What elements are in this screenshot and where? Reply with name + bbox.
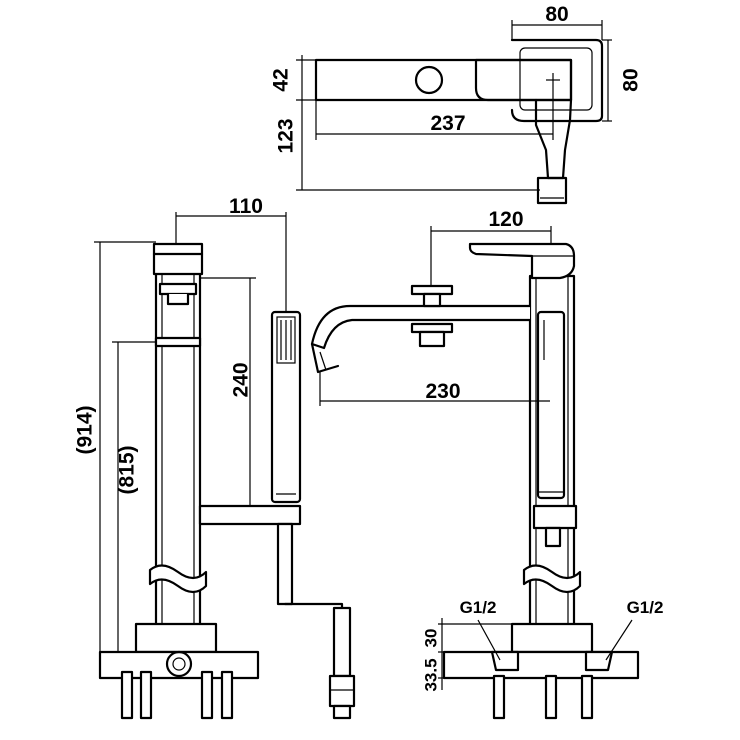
front-spout-outlet-line <box>319 351 327 371</box>
front-drain-stem <box>418 330 446 348</box>
side-base-fitting <box>165 650 193 678</box>
side-base-block <box>134 622 218 654</box>
top-view-handle <box>474 58 573 102</box>
side-view: 110 240 (914) (815) <box>74 195 356 720</box>
side-cartridge <box>158 282 198 296</box>
side-bolts <box>120 670 234 720</box>
dim-80-width-label: 80 <box>545 3 568 26</box>
dim-80-height-label: 80 <box>620 68 643 91</box>
front-inlet-left <box>490 650 520 672</box>
dim-237-label: 237 <box>430 112 465 135</box>
front-inlet-right <box>584 650 614 672</box>
side-bolt-1 <box>120 670 134 720</box>
front-drain-cap <box>410 322 454 334</box>
front-hand-shower <box>536 310 566 500</box>
thread-leader-left <box>477 619 501 661</box>
dim-33-5-label: 33.5 <box>421 658 440 691</box>
dim-815-label: (815) <box>116 445 139 494</box>
side-hose-lower <box>332 606 352 678</box>
thread-label-right: G1/2 <box>627 598 664 617</box>
side-hose-top <box>276 522 294 606</box>
side-top-cap <box>152 242 204 276</box>
front-break-mark <box>522 564 582 594</box>
front-bolts <box>492 674 594 720</box>
side-base-fitting-inner <box>172 657 186 671</box>
side-shower-head <box>276 316 296 364</box>
side-band <box>154 336 202 348</box>
front-spout-outlet <box>310 342 340 374</box>
dim-42-label: 42 <box>270 68 293 91</box>
side-bolt-4 <box>220 670 234 720</box>
dim-110-label: 110 <box>229 195 263 218</box>
top-view-base-inner <box>519 47 593 111</box>
dim-914-label: (914) <box>74 405 97 454</box>
side-cartridge-stem <box>166 292 190 306</box>
top-view-diverter-knob <box>414 65 444 95</box>
thread-leader-right <box>605 619 633 661</box>
front-holder-clip <box>532 504 578 530</box>
side-bolt-2 <box>139 670 153 720</box>
top-view-base-plate <box>510 38 604 123</box>
front-bolt-2 <box>544 674 558 720</box>
dim-120-label: 120 <box>488 208 523 231</box>
dim-30-label: 30 <box>421 629 440 648</box>
side-bolt-3 <box>200 670 214 720</box>
dim-123-label: 123 <box>275 118 298 153</box>
dim-240-label: 240 <box>230 362 253 397</box>
front-bolt-1 <box>492 674 506 720</box>
front-diverter-stem <box>422 292 442 308</box>
top-view-spout-body <box>314 58 573 102</box>
side-hose-fitting <box>328 674 356 708</box>
side-hose-bracket <box>198 504 302 526</box>
top-view: 80 80 42 123 237 <box>270 3 643 205</box>
front-holder-stem <box>544 526 562 548</box>
front-view: 120 230 G1/2 G1/2 30 33.5 <box>310 208 664 720</box>
front-diverter-cap <box>410 284 454 296</box>
dim-230-label: 230 <box>425 380 460 403</box>
front-spout <box>310 304 532 350</box>
side-hose-end <box>332 704 352 720</box>
front-lever-handle <box>468 242 576 280</box>
thread-label-left: G1/2 <box>460 598 497 617</box>
top-view-lever-tip <box>536 176 568 205</box>
front-bolt-3 <box>580 674 594 720</box>
side-break-mark <box>148 564 208 594</box>
front-base-block <box>510 622 594 654</box>
